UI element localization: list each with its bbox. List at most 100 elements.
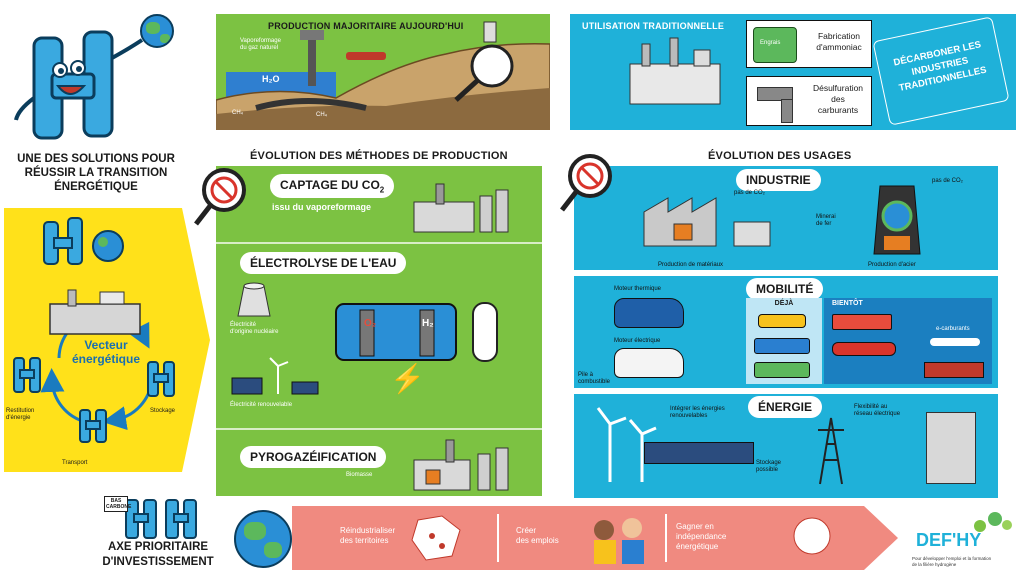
ammoniac-label: Fabrication d'ammoniac bbox=[809, 31, 869, 53]
traditional-use-panel: UTILISATION TRADITIONNELLE Engrais Fabri… bbox=[570, 14, 1016, 130]
vaporeformage-label: Vaporeformage du gaz naturel bbox=[240, 38, 281, 52]
electrolyse-title: ÉLECTROLYSE DE L'EAU bbox=[240, 252, 407, 274]
bas-carbone-line-1: BAS bbox=[110, 498, 122, 504]
industrie-title: INDUSTRIE bbox=[736, 169, 821, 191]
pipe-icon bbox=[757, 87, 793, 101]
logo-tagline-line-1: Pour développer l'emploi et la formation bbox=[912, 556, 992, 561]
ecarburants-label: e-carburants bbox=[936, 326, 970, 332]
headline-line-3: ÉNERGÉTIQUE bbox=[54, 181, 138, 193]
vector-center-label: Vecteur énergétique bbox=[56, 338, 156, 366]
lorry-icon bbox=[832, 314, 892, 330]
divider-1 bbox=[216, 242, 542, 244]
engrais-label: Engrais bbox=[760, 40, 781, 46]
mobilite-title: MOBILITÉ bbox=[746, 278, 824, 300]
truck-icon bbox=[754, 362, 810, 378]
captage-subtitle: issu du vaporeformage bbox=[272, 202, 372, 212]
defhy-logo: DEF'HY Pour développer l'emploi et la fo… bbox=[912, 512, 1022, 574]
plane-icon bbox=[930, 338, 980, 346]
electrique-label: Moteur électrique bbox=[614, 338, 661, 344]
pas-co2-label-a: pas de CO₂ bbox=[734, 190, 766, 196]
bus-icon bbox=[754, 338, 810, 354]
ammoniac-box: Engrais Fabrication d'ammoniac bbox=[746, 20, 872, 68]
restitution-line-2: d'énergie bbox=[6, 414, 31, 421]
o2-label: O₂ bbox=[364, 318, 377, 329]
building-icon bbox=[926, 412, 976, 484]
desulfuration-line-1: Désulfuration bbox=[812, 83, 864, 93]
vaporeformage-line-1: Vaporeformage bbox=[240, 38, 281, 44]
arrow-item-1: Réindustrialiser des territoires bbox=[340, 526, 395, 546]
no-co2-magnifier-icon bbox=[192, 166, 250, 228]
deja-column: DÉJÀ bbox=[746, 298, 822, 384]
mascot-h-character bbox=[12, 18, 172, 148]
methods-title: ÉVOLUTION DES MÉTHODES DE PRODUCTION bbox=[250, 150, 508, 162]
engrais-bag-icon: Engrais bbox=[753, 27, 797, 63]
globe-icon bbox=[140, 14, 174, 48]
pile-label: Pile à combustible bbox=[578, 372, 610, 386]
solar-panels-icon bbox=[644, 442, 754, 464]
pile-line-2: combustible bbox=[578, 378, 611, 385]
restitution-line-1: Restitution bbox=[6, 408, 35, 414]
production-today-panel: PRODUCTION MAJORITAIRE AUJOURD'HUI Vapor… bbox=[216, 14, 550, 130]
ammoniac-line-2: d'ammoniac bbox=[816, 42, 862, 52]
steel-furnace-icon bbox=[864, 176, 934, 256]
materials-factory-icon bbox=[634, 182, 774, 248]
methods-panel: CAPTAGE DU CO2 issu du vaporeformage ÉLE… bbox=[216, 166, 542, 496]
h2-label: H₂ bbox=[422, 318, 434, 329]
stockage-line-1: Stockage bbox=[756, 460, 782, 466]
deja-label: DÉJÀ bbox=[774, 300, 794, 307]
stockage-label: Stockage bbox=[150, 408, 176, 414]
vector-center-line-2: énergétique bbox=[71, 352, 140, 366]
pyro-factory-icon bbox=[406, 438, 516, 492]
axe-line-1: AXE PRIORITAIRE bbox=[107, 541, 209, 553]
integrer-line-2: renouvelables bbox=[670, 412, 708, 419]
renewable-icon bbox=[230, 356, 320, 396]
decarboner-badge: DÉCARBONER LES INDUSTRIES TRADITIONNELLE… bbox=[872, 16, 1010, 126]
axe-line-2: D'INVESTISSEMENT bbox=[102, 556, 214, 568]
logo-tagline: Pour développer l'emploi et la formation… bbox=[912, 556, 1022, 567]
pile-line-1: Pile à bbox=[578, 372, 594, 378]
taxi-icon bbox=[758, 314, 806, 328]
flexibilite-label: Flexibilité au réseau électrique bbox=[854, 404, 900, 418]
nucleaire-line-1: Électricité bbox=[230, 322, 257, 328]
bas-carbone-sign: BAS CARBONE bbox=[104, 496, 131, 512]
arrow-item-2-line-2: des emplois bbox=[516, 536, 559, 545]
ch4-label-b: CH₄ bbox=[316, 112, 328, 118]
arrow-item-3-line-2: indépendance bbox=[676, 532, 727, 541]
stockage-possible-label: Stockage possible bbox=[756, 460, 781, 474]
desulfuration-line-2: des bbox=[831, 94, 845, 104]
ship-icon bbox=[924, 362, 984, 378]
arrow-item-1-line-2: des territoires bbox=[340, 536, 389, 545]
materiaux-label: Production de matériaux bbox=[658, 262, 724, 268]
usages-title: ÉVOLUTION DES USAGES bbox=[708, 150, 852, 162]
logo-tagline-line-2: de la filière hydrogène bbox=[912, 561, 957, 567]
arrow-item-2-line-1: Créer bbox=[516, 526, 537, 535]
bientot-label: BIENTÔT bbox=[832, 300, 863, 307]
captage-title: CAPTAGE DU CO2 bbox=[270, 174, 395, 199]
h2o-label: H₂O bbox=[262, 74, 280, 84]
logo-dots-icon bbox=[974, 512, 1014, 534]
captage-title-text: CAPTAGE DU CO bbox=[280, 178, 380, 192]
vaporeformage-line-2: du gaz naturel bbox=[240, 44, 279, 51]
pipe-vertical-icon bbox=[781, 99, 793, 123]
headline-line-2: RÉUSSIR LA TRANSITION bbox=[24, 167, 168, 179]
integrer-line-1: Intégrer les énergies bbox=[670, 406, 725, 412]
nucleaire-label: Électricité d'origine nucléaire bbox=[230, 322, 279, 336]
pylon-icon bbox=[816, 414, 846, 486]
nuclear-plant-icon bbox=[230, 278, 290, 318]
acier-label: Production d'acier bbox=[868, 262, 916, 268]
minerai-line-1: Minerai bbox=[816, 214, 836, 220]
minerai-line-2: de fer bbox=[816, 220, 832, 227]
arrow-item-2: Créer des emplois bbox=[516, 526, 559, 546]
headline-line-1: UNE DES SOLUTIONS POUR bbox=[17, 153, 175, 165]
arrow-item-3: Gagner en indépendance énergétique bbox=[676, 522, 726, 552]
transport-label: Transport bbox=[62, 460, 88, 466]
stockage-line-2: possible bbox=[756, 466, 779, 473]
divider-2 bbox=[216, 428, 542, 430]
arrow-item-1-line-1: Réindustrialiser bbox=[340, 526, 396, 535]
bas-carbone-mascot: BAS CARBONE bbox=[104, 496, 214, 540]
industrie-panel: INDUSTRIE pas de CO₂ Production de matér… bbox=[574, 166, 998, 270]
wind-turbine-icon bbox=[590, 404, 660, 484]
nucleaire-line-2: d'origine nucléaire bbox=[230, 328, 279, 335]
magnet-globe-icon bbox=[234, 510, 292, 568]
flexibilite-line-1: Flexibilité au bbox=[854, 404, 888, 410]
